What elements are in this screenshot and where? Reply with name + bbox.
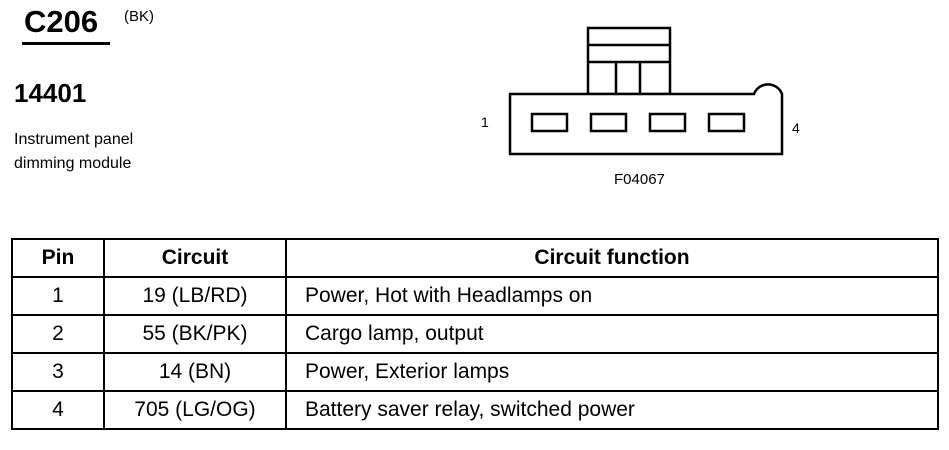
- circuit-cell: 705 (LG/OG): [103, 390, 287, 430]
- pin-label-first: 1: [481, 114, 489, 130]
- pinout-table: Pin Circuit Circuit function 1 19 (LB/RD…: [11, 238, 939, 430]
- table-header-row: Pin Circuit Circuit function: [11, 238, 939, 278]
- pin-cavity-1: [530, 112, 569, 133]
- connector-id-underline: [22, 42, 110, 45]
- component-description: Instrument panel dimming module: [14, 128, 133, 176]
- table-row: 1 19 (LB/RD) Power, Hot with Headlamps o…: [11, 276, 939, 316]
- connector-face-diagram: [508, 26, 784, 156]
- function-cell: Battery saver relay, switched power: [285, 390, 939, 430]
- part-number: 14401: [14, 78, 87, 108]
- table-row: 3 14 (BN) Power, Exterior lamps: [11, 352, 939, 392]
- pin-cell: 3: [11, 352, 105, 392]
- connector-body: [508, 83, 784, 156]
- header-function: Circuit function: [285, 238, 939, 278]
- pin-cavity-3: [648, 112, 687, 133]
- pin-cell: 1: [11, 276, 105, 316]
- description-line-2: dimming module: [14, 155, 132, 172]
- circuit-cell: 14 (BN): [103, 352, 287, 392]
- pin-cavity-4: [707, 112, 746, 133]
- function-cell: Cargo lamp, output: [285, 314, 939, 354]
- header-pin: Pin: [11, 238, 105, 278]
- pin-cell: 4: [11, 390, 105, 430]
- header-circuit: Circuit: [103, 238, 287, 278]
- circuit-cell: 55 (BK/PK): [103, 314, 287, 354]
- circuit-cell: 19 (LB/RD): [103, 276, 287, 316]
- connector-id: C206: [24, 4, 99, 39]
- pin-label-last: 4: [792, 120, 800, 136]
- pin-cavity-2: [589, 112, 628, 133]
- table-row: 2 55 (BK/PK) Cargo lamp, output: [11, 314, 939, 354]
- figure-id: F04067: [614, 171, 665, 188]
- function-cell: Power, Hot with Headlamps on: [285, 276, 939, 316]
- description-line-1: Instrument panel: [14, 131, 134, 148]
- pin-cell: 2: [11, 314, 105, 354]
- connector-color: (BK): [124, 8, 154, 25]
- function-cell: Power, Exterior lamps: [285, 352, 939, 392]
- table-row: 4 705 (LG/OG) Battery saver relay, switc…: [11, 390, 939, 430]
